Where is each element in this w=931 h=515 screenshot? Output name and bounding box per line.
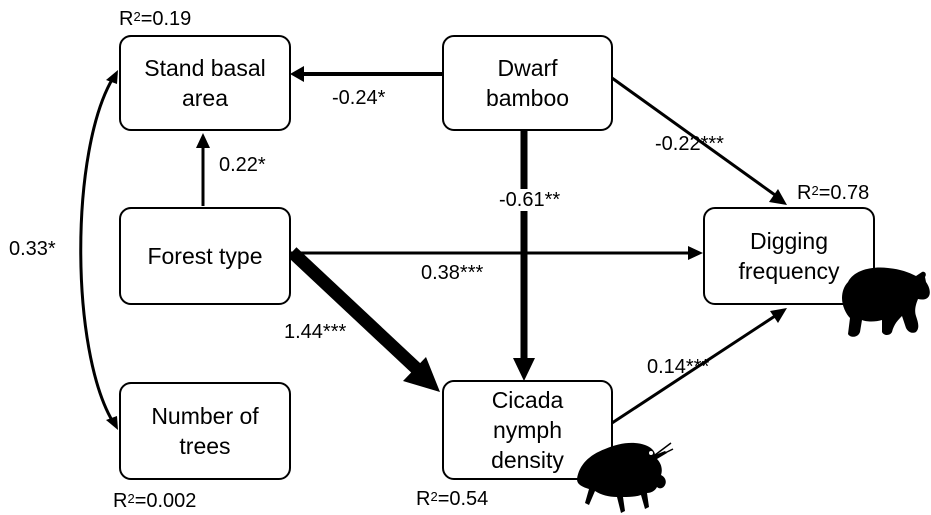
- r2-digging-frequency: R2=0.78: [797, 182, 870, 204]
- node-forest-type: Forest type: [119, 207, 291, 305]
- node-forest-type-label: Forest type: [147, 243, 263, 269]
- coef-basal-trees-correlation: 0.33*: [9, 238, 56, 260]
- r2-cicada-density-value: 0.54: [449, 488, 489, 510]
- bear-silhouette-icon: [842, 267, 930, 337]
- r2-stand-basal-area: R2=0.19: [119, 8, 192, 30]
- r2-digging-frequency-value: 0.78: [830, 182, 870, 204]
- cicada-nymph-silhouette-icon: [577, 442, 674, 513]
- node-stand-basal-area: Stand basal area: [119, 35, 291, 131]
- r2-cicada-density: R2=0.54: [416, 488, 489, 510]
- arrowhead-forest-to-cicada: [403, 357, 440, 392]
- arrow-bamboo-to-digging: [611, 76, 776, 197]
- arrow-cicada-to-digging: [611, 314, 776, 425]
- node-number-of-trees-label: Number of trees: [151, 403, 259, 459]
- arrowhead-cicada-to-digging: [770, 308, 787, 323]
- coef-bamboo-to-digging: -0.22***: [655, 133, 724, 155]
- r2-number-of-trees-value: 0.002: [146, 490, 197, 512]
- coef-forest-to-cicada: 1.44***: [284, 321, 347, 343]
- arrow-forest-to-cicada: [287, 247, 423, 375]
- r2-stand-basal-area-value: 0.19: [152, 8, 192, 30]
- arrowhead-forest-to-digging: [688, 246, 703, 260]
- coef-cicada-to-digging: 0.14***: [647, 356, 710, 378]
- arrowhead-bamboo-to-cicada: [513, 358, 535, 381]
- arrowhead-bamboo-to-basal: [290, 66, 304, 82]
- arrowhead-bamboo-to-digging: [769, 189, 787, 205]
- node-dwarf-bamboo-label: Dwarf bamboo: [485, 55, 570, 111]
- correlation-basal-trees: [79, 77, 115, 423]
- coef-bamboo-to-basal: -0.24*: [332, 87, 386, 109]
- node-cicada-density-label: Cicada nymph density: [491, 387, 564, 473]
- arrowhead-forest-to-basal: [196, 133, 210, 148]
- r2-number-of-trees: R2=0.002: [113, 490, 197, 512]
- coef-forest-to-basal: 0.22*: [219, 154, 266, 176]
- node-stand-basal-area-label: Stand basal area: [144, 55, 266, 111]
- arrowhead-correlation-bottom: [106, 416, 118, 430]
- coef-forest-to-digging: 0.38***: [421, 262, 484, 284]
- node-digging-frequency-label: Digging frequency: [738, 228, 840, 284]
- node-dwarf-bamboo: Dwarf bamboo: [442, 35, 613, 131]
- arrowhead-correlation-top: [106, 70, 118, 84]
- coef-bamboo-to-cicada: -0.61**: [497, 189, 563, 211]
- node-number-of-trees: Number of trees: [119, 382, 291, 480]
